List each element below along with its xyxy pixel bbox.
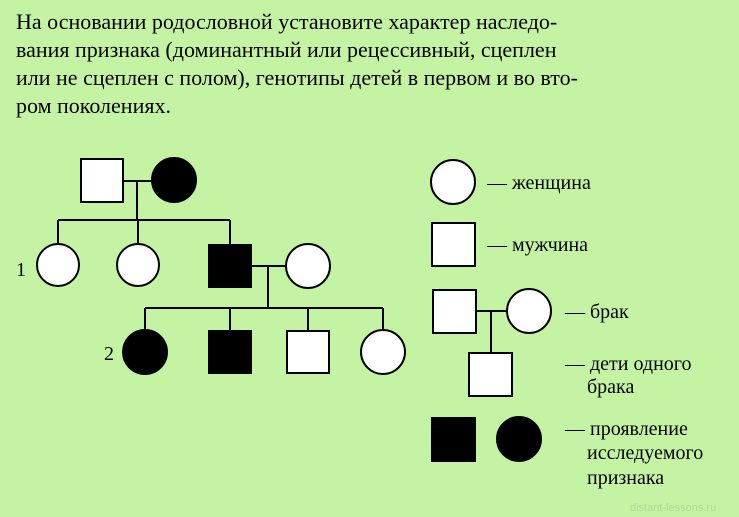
gen1-spouse-female-unaffected [285,243,331,289]
legend-children-label-2: брака [587,376,634,398]
legend-marriage-female-symbol [506,288,552,334]
task-line: вания признака (доминантный или рецессив… [16,37,557,62]
gen1-female-unaffected [116,243,160,287]
task-line: ром поколениях. [16,93,171,118]
gen2-female-affected [122,329,168,375]
legend-affected-female-symbol [496,416,542,462]
legend-trait-label-1: — проявление [564,418,688,440]
legend-man-symbol [431,222,476,267]
generation-label-1: 1 [16,259,26,281]
parent-male-unaffected [80,158,124,203]
legend-man-label: — мужчина [486,234,588,256]
legend-marriage-label: — брак [564,301,629,323]
legend-child-symbol [468,352,513,397]
legend-children-label-1: — дети одного [564,353,692,375]
legend-affected-male-symbol [431,417,476,462]
task-text: На основании родословной установите хара… [16,8,726,120]
gen1-female-unaffected [36,243,80,287]
legend-marriage-male-symbol [432,289,477,334]
gen2-male-affected [208,330,252,374]
legend-trait-label-2: исследуемого [587,442,703,464]
parent-female-affected [151,157,197,203]
gen2-female-unaffected [360,329,406,375]
legend-trait-label-3: признака [587,467,664,489]
legend-woman-label: — женщина [486,172,591,194]
task-line: или не сцеплен с полом), генотипы детей … [16,65,578,90]
gen1-male-affected [208,244,252,288]
watermark-text: distant-lessons.ru [630,502,716,514]
legend-woman-symbol [430,159,476,205]
generation-label-2: 2 [104,343,114,365]
gen2-male-unaffected [286,330,330,374]
task-line: На основании родословной установите хара… [16,9,558,34]
pedigree-lines [57,180,507,353]
